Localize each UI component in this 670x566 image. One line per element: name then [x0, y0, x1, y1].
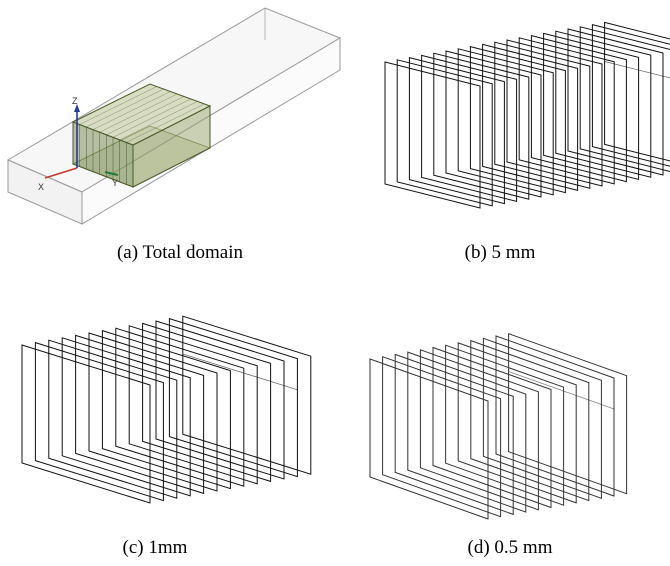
axis-x-label: X — [38, 182, 44, 192]
slice-plane — [88, 332, 218, 492]
slice-plane — [384, 61, 481, 209]
slice-plane — [155, 320, 285, 480]
slice-plane — [469, 45, 566, 194]
slice-plane — [75, 334, 205, 495]
slice-plane — [543, 32, 640, 181]
slice-plane — [518, 37, 615, 185]
slice-plane — [408, 56, 505, 205]
axis-y-line — [104, 171, 119, 176]
slice-plane — [182, 315, 312, 475]
slice-plane — [394, 353, 514, 516]
sample-slice-line — [92, 91, 171, 130]
slice-diagram-0-5mm — [369, 332, 628, 520]
sample-slice-line — [99, 93, 177, 133]
slice-plane — [604, 21, 670, 162]
panel-total-domain: Z X Y — [0, 0, 345, 230]
slice-plane — [128, 325, 258, 485]
slice-plane — [142, 322, 272, 483]
total-domain-diagram: Z X Y — [6, 7, 342, 225]
slice-plane — [421, 54, 518, 203]
slice-plane — [482, 43, 579, 192]
slice-diagram-5mm — [384, 21, 670, 209]
sample-slice-line — [106, 96, 184, 136]
box-inner-edge — [508, 371, 615, 410]
box-inner-edge — [182, 353, 299, 391]
slice-plane — [508, 332, 628, 495]
slice-plane — [482, 337, 602, 500]
slice-plane — [61, 337, 191, 497]
sample-slice-line — [119, 101, 197, 141]
slice-plane — [419, 349, 539, 511]
slice-plane — [470, 339, 590, 502]
caption-5mm: (b) 5 mm — [464, 242, 536, 263]
slice-plane — [567, 28, 664, 176]
axis-z-arrow — [74, 104, 80, 112]
slice-plane — [445, 344, 565, 506]
slice-plane — [591, 23, 670, 167]
box-inner-edge — [604, 61, 670, 79]
slice-plane — [457, 342, 577, 504]
sample-slice-line — [126, 104, 204, 143]
sample-slice-line — [79, 86, 157, 125]
slice-plane — [369, 358, 489, 520]
slice-plane — [101, 329, 231, 490]
slice-plane — [115, 327, 245, 487]
slice-plane — [506, 39, 603, 187]
axis-y-label: Y — [112, 178, 118, 188]
axis-x-line — [44, 167, 78, 179]
slice-plane — [382, 355, 502, 518]
slice-plane — [48, 339, 178, 499]
caption-0-5mm: (d) 0.5 mm — [467, 537, 553, 558]
slice-plane — [457, 48, 554, 196]
slice-plane — [555, 30, 652, 178]
slice-plane — [433, 52, 530, 200]
slice-plane — [530, 34, 627, 183]
panel-5mm — [355, 0, 670, 230]
slice-plane — [494, 41, 591, 189]
panel-0-5mm — [350, 285, 670, 520]
sample-slice-line — [112, 99, 191, 138]
slice-plane — [21, 344, 151, 504]
sample-slice-line — [86, 88, 164, 128]
slice-plane — [396, 59, 493, 207]
slice-plane — [495, 335, 615, 497]
slice-plane — [34, 341, 164, 502]
slice-diagram-1mm — [21, 315, 312, 504]
caption-1mm: (c) 1mm — [122, 537, 188, 558]
caption-total-domain: (a) Total domain — [116, 242, 243, 263]
slice-plane — [168, 317, 298, 478]
slice-plane — [432, 346, 552, 509]
axis-z-label: Z — [72, 96, 78, 106]
panel-1mm — [0, 285, 335, 515]
slice-plane — [407, 351, 527, 513]
slice-plane — [579, 26, 670, 173]
slice-plane — [445, 50, 542, 198]
